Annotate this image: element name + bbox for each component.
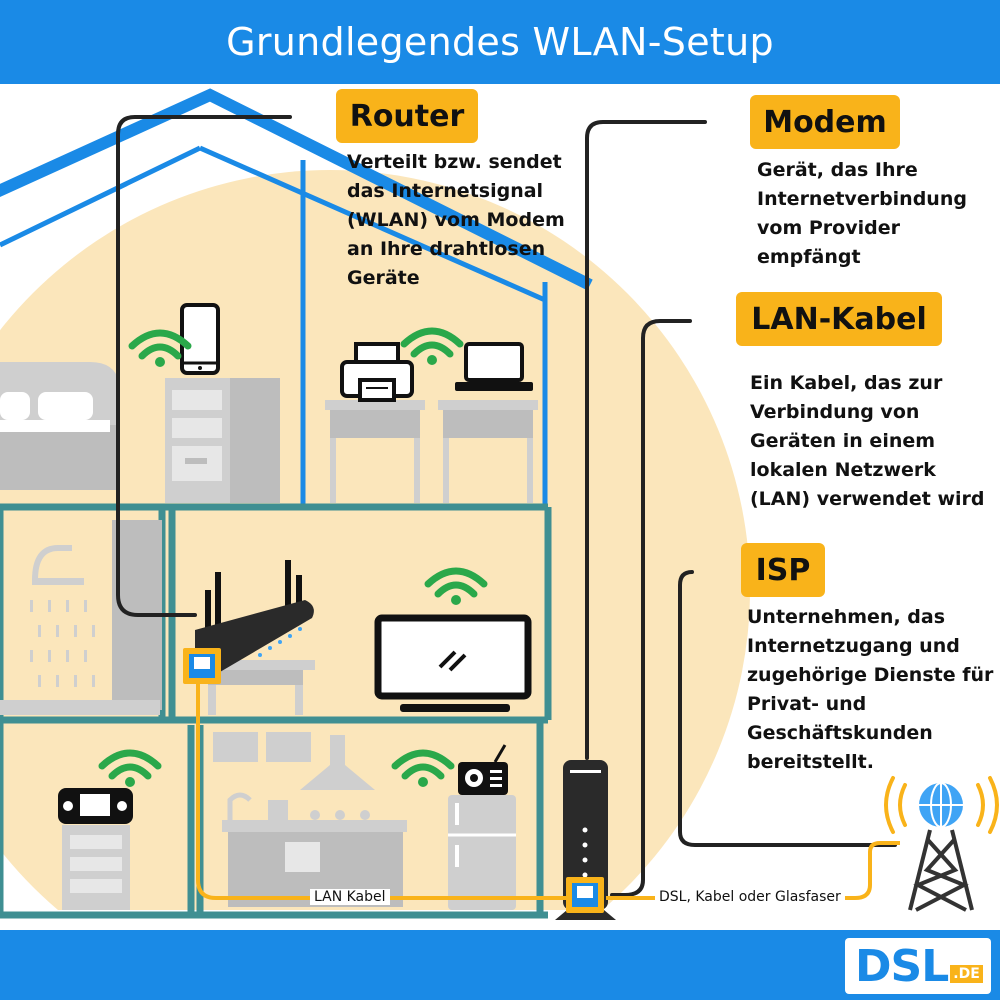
wifi-icons: [98, 327, 488, 780]
fridge-furniture: [448, 795, 516, 910]
lan-cable-label: LAN Kabel: [310, 889, 390, 905]
tv-device: [374, 614, 532, 712]
dsl-cable-label: DSL, Kabel oder Glasfaser: [655, 889, 845, 905]
lan-kabel-label: LAN-Kabel: [736, 292, 942, 346]
router-description: Verteilt bzw. sendet das Internetsignal …: [347, 151, 565, 289]
isp-tower-icon: [884, 776, 999, 912]
page-title: Grundlegendes WLAN-Setup: [226, 20, 774, 64]
title-banner: Grundlegendes WLAN-Setup: [0, 0, 1000, 84]
wifi-dots: [125, 355, 461, 787]
lan-port-icons: [183, 648, 604, 913]
isp-label: ISP: [741, 543, 825, 597]
roof-inner-lines: [0, 145, 548, 505]
callout-lines: [116, 115, 897, 897]
footer-banner: [0, 930, 1000, 1000]
isp-description: Unternehmen, das Internetzugang und zuge…: [747, 606, 994, 773]
router-device: [195, 560, 314, 673]
router-label: Router: [336, 89, 478, 143]
dresser-furniture: [165, 378, 280, 503]
router-desk: [200, 660, 315, 715]
house-roof: [0, 88, 593, 291]
dsl-de-logo[interactable]: DSL .DE: [845, 938, 991, 994]
smartphone-device: [180, 303, 220, 375]
nightstand-furniture: [62, 825, 130, 910]
printer-device: [340, 342, 414, 402]
side-tables: [325, 400, 538, 503]
bed-furniture: [0, 362, 120, 490]
logo-suffix: .DE: [950, 965, 983, 983]
modem-description: Gerät, das Ihre Internetverbindung vom P…: [757, 159, 967, 268]
signal-range-circle: [0, 170, 750, 1000]
modem-label: Modem: [750, 95, 900, 149]
radio-device: [458, 744, 508, 795]
game-console-device: [58, 788, 133, 824]
logo-text: DSL: [855, 940, 949, 992]
cables: [196, 680, 900, 900]
lan-kabel-description: Ein Kabel, das zur Verbindung von Geräte…: [750, 372, 985, 510]
shower-drops: [30, 600, 95, 687]
laptop-device: [455, 342, 533, 391]
